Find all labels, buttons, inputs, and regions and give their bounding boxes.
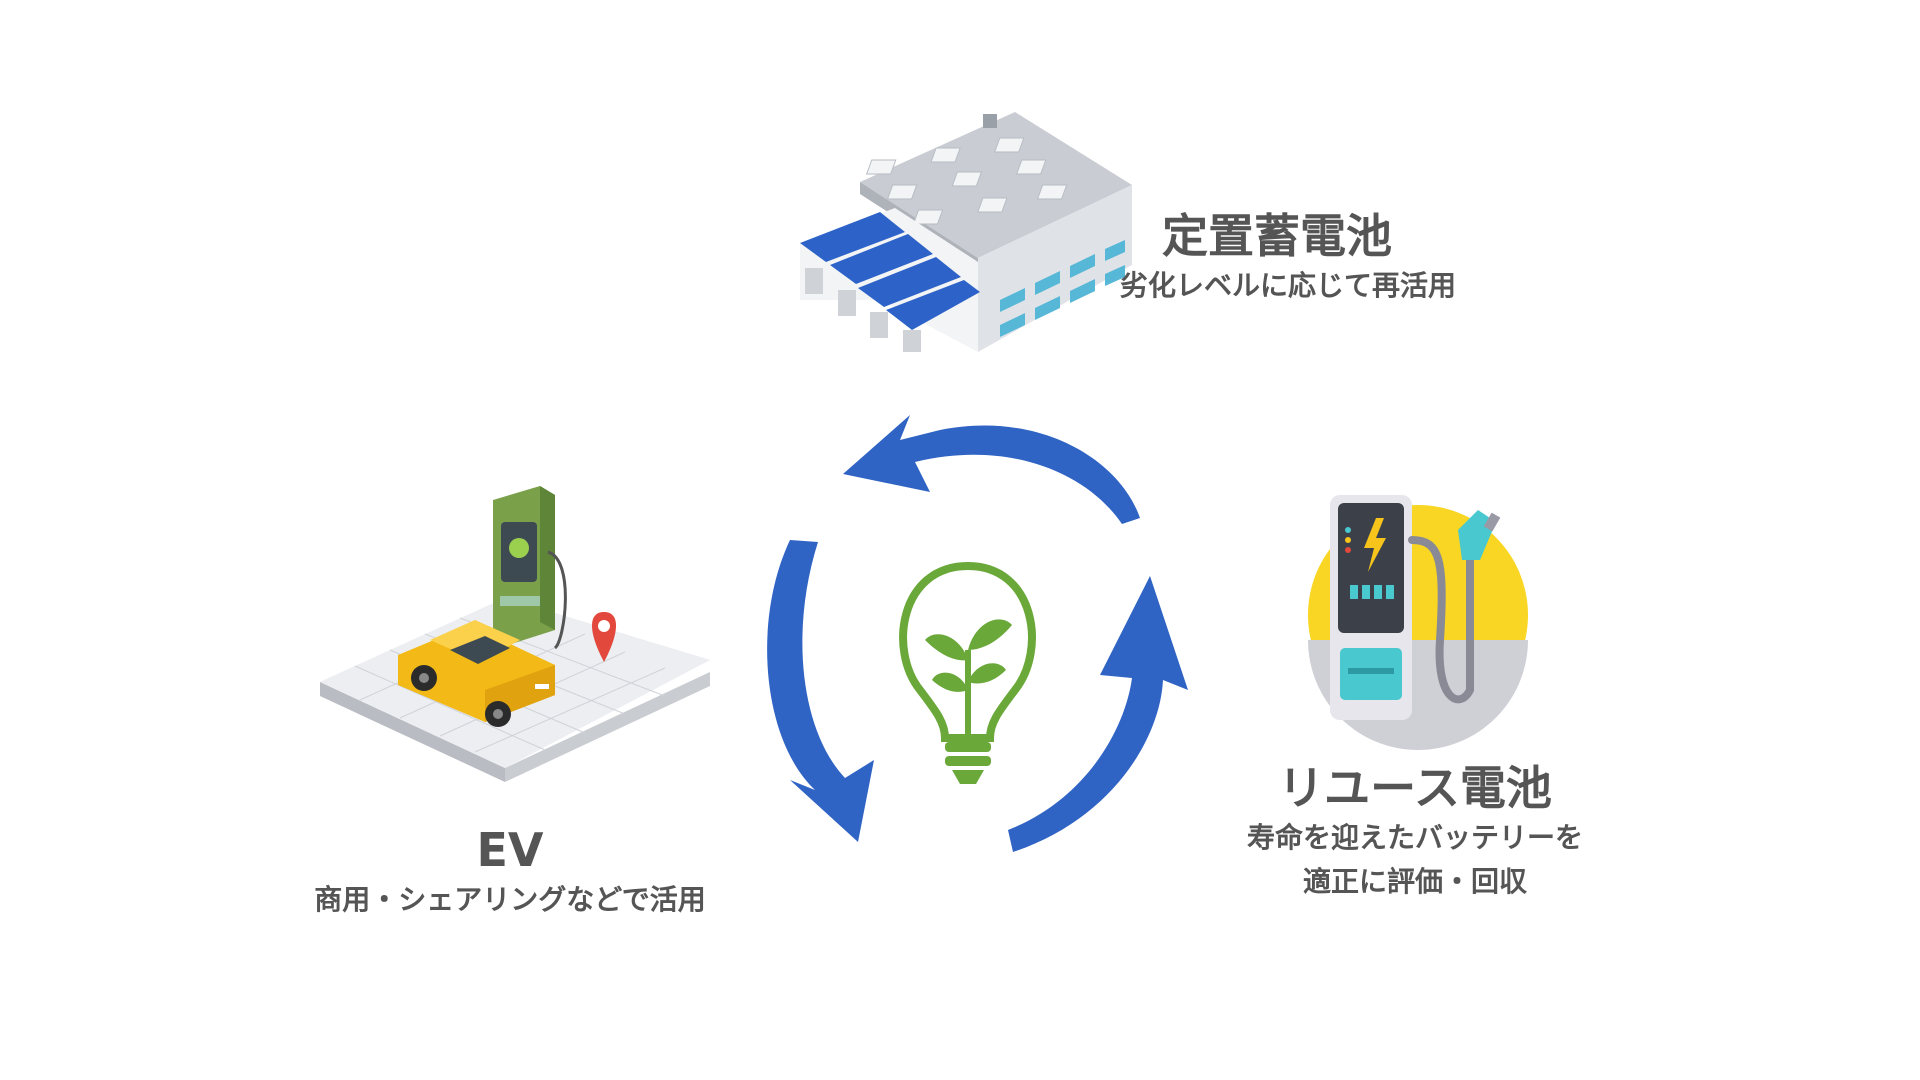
storage-title: 定置蓄電池	[1162, 209, 1392, 263]
ev-node-label: EV 商用・シェアリングなどで活用	[240, 822, 780, 922]
lightbulb-with-plant-icon	[899, 561, 1036, 784]
arrow-to-ev-from-storage	[843, 415, 1140, 524]
reuse-node-label: リユース電池 寿命を迎えたバッテリーを 適正に評価・回収	[1210, 760, 1620, 904]
reuse-title: リユース電池	[1278, 761, 1552, 815]
circular-arrows-icon	[767, 415, 1188, 852]
arrow-to-reuse-from-ev	[767, 540, 874, 842]
ev-charger-battery-icon	[1308, 495, 1528, 750]
reuse-subtitle-line-1: 寿命を迎えたバッテリーを	[1246, 821, 1583, 854]
ev-subtitle: 商用・シェアリングなどで活用	[314, 883, 706, 916]
factory-with-solar-panels-icon	[800, 112, 1132, 352]
storage-node-label: 定置蓄電池 劣化レベルに応じて再活用	[1120, 208, 1456, 308]
ev-title: EV	[476, 823, 544, 877]
arrow-to-storage-from-reuse	[1008, 576, 1188, 852]
ev-car-charging-station-icon	[320, 486, 710, 782]
storage-subtitle: 劣化レベルに応じて再活用	[1120, 269, 1457, 302]
reuse-subtitle-line-2: 適正に評価・回収	[1302, 865, 1527, 898]
